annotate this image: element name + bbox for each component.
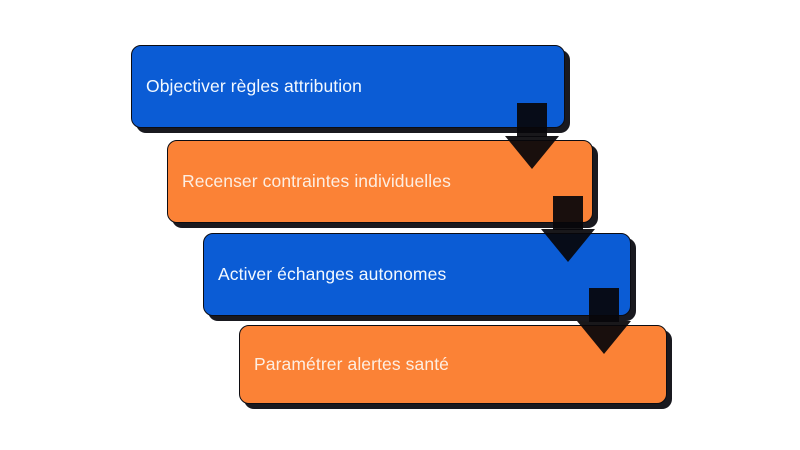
- process-step-4-label: Paramétrer alertes santé: [254, 354, 449, 374]
- process-step-3-label: Activer échanges autonomes: [218, 264, 447, 284]
- process-step-1-label: Objectiver règles attribution: [146, 76, 362, 96]
- process-step-2[interactable]: Recenser contraintes individuelles: [167, 140, 593, 223]
- process-step-3[interactable]: Activer échanges autonomes: [203, 233, 631, 316]
- process-step-4[interactable]: Paramétrer alertes santé: [239, 325, 667, 404]
- process-step-1[interactable]: Objectiver règles attribution: [131, 45, 565, 128]
- process-step-2-label: Recenser contraintes individuelles: [182, 171, 451, 191]
